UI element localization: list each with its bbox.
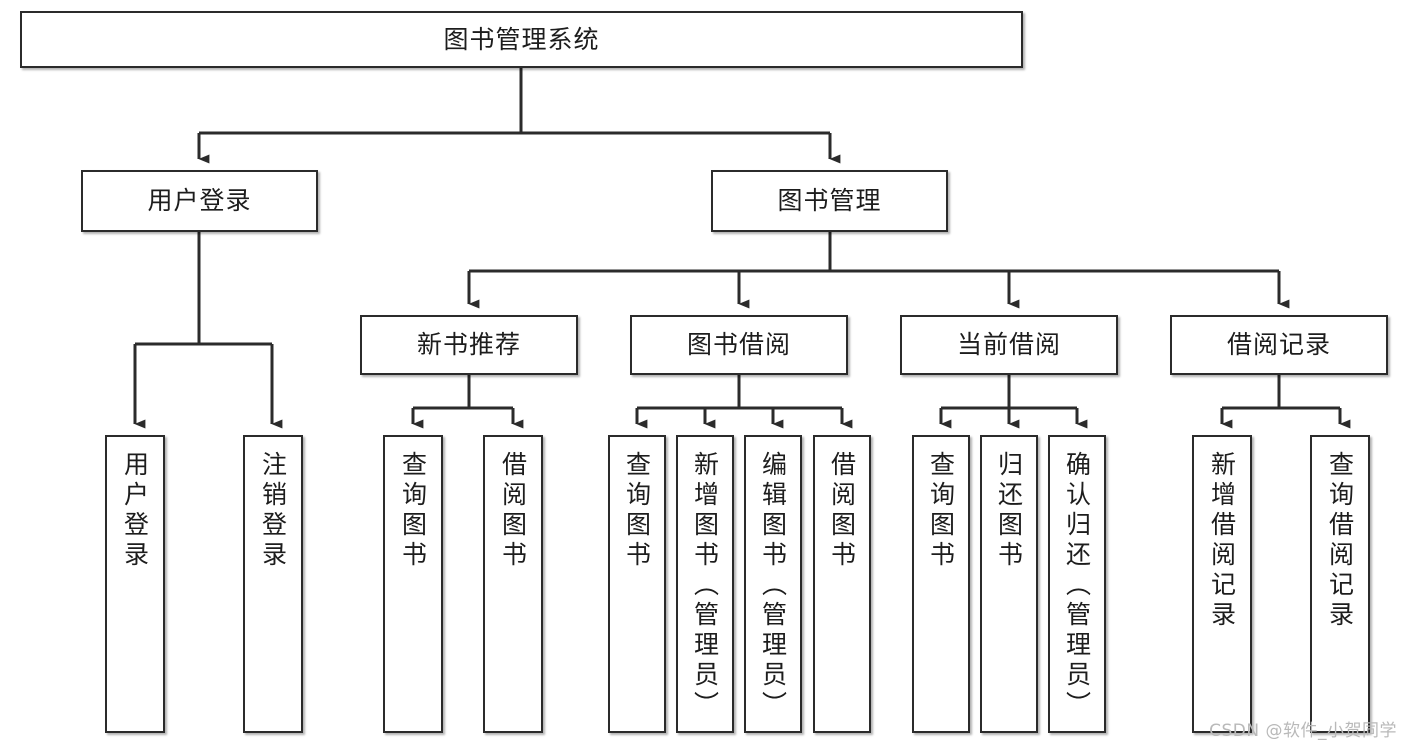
node-label: 编辑图书（管理员） [758,451,788,721]
node-current-borrow[interactable]: 当前借阅 [900,315,1118,375]
node-user-login[interactable]: 用户登录 [81,170,318,232]
node-book-borrow[interactable]: 图书借阅 [630,315,848,375]
node-new-book-recommend[interactable]: 新书推荐 [360,315,578,375]
node-book-management[interactable]: 图书管理 [711,170,948,232]
leaf-borrow-borrow-book[interactable]: 借阅图书 [813,435,871,733]
node-label: 新书推荐 [416,330,521,360]
leaf-recommend-query-book[interactable]: 查询图书 [383,435,443,733]
leaf-record-query[interactable]: 查询借阅记录 [1310,435,1370,733]
leaf-borrow-query-book[interactable]: 查询图书 [608,435,666,733]
leaf-recommend-borrow-book[interactable]: 借阅图书 [483,435,543,733]
node-label: 查询借阅记录 [1325,451,1355,631]
node-label: 用户登录 [147,186,252,216]
node-label: 查询图书 [398,451,428,571]
leaf-record-add[interactable]: 新增借阅记录 [1192,435,1252,733]
node-label: 借阅图书 [498,451,528,571]
leaf-borrow-add-book[interactable]: 新增图书（管理员） [676,435,734,733]
node-label: 借阅记录 [1226,330,1331,360]
node-label: 图书管理 [777,186,882,216]
node-root-system[interactable]: 图书管理系统 [20,11,1023,68]
leaf-user-logout[interactable]: 注销登录 [243,435,303,733]
node-label: 确认归还（管理员） [1062,451,1092,721]
node-label: 图书借阅 [686,330,791,360]
node-label: 注销登录 [258,451,288,571]
leaf-borrow-edit-book[interactable]: 编辑图书（管理员） [744,435,802,733]
leaf-current-return-book[interactable]: 归还图书 [980,435,1038,733]
node-label: 新增图书（管理员） [690,451,720,721]
node-label: 用户登录 [120,451,150,571]
node-label: 查询图书 [622,451,652,571]
node-borrow-record[interactable]: 借阅记录 [1170,315,1388,375]
node-label: 归还图书 [994,451,1024,571]
leaf-current-confirm-return[interactable]: 确认归还（管理员） [1048,435,1106,733]
node-label: 查询图书 [926,451,956,571]
node-label: 图书管理系统 [443,24,600,54]
node-label: 新增借阅记录 [1207,451,1237,631]
leaf-user-login[interactable]: 用户登录 [105,435,165,733]
watermark-text: CSDN @软件_小贺同学 [1209,721,1397,741]
leaf-current-query-book[interactable]: 查询图书 [912,435,970,733]
node-label: 借阅图书 [827,451,857,571]
node-label: 当前借阅 [956,330,1061,360]
